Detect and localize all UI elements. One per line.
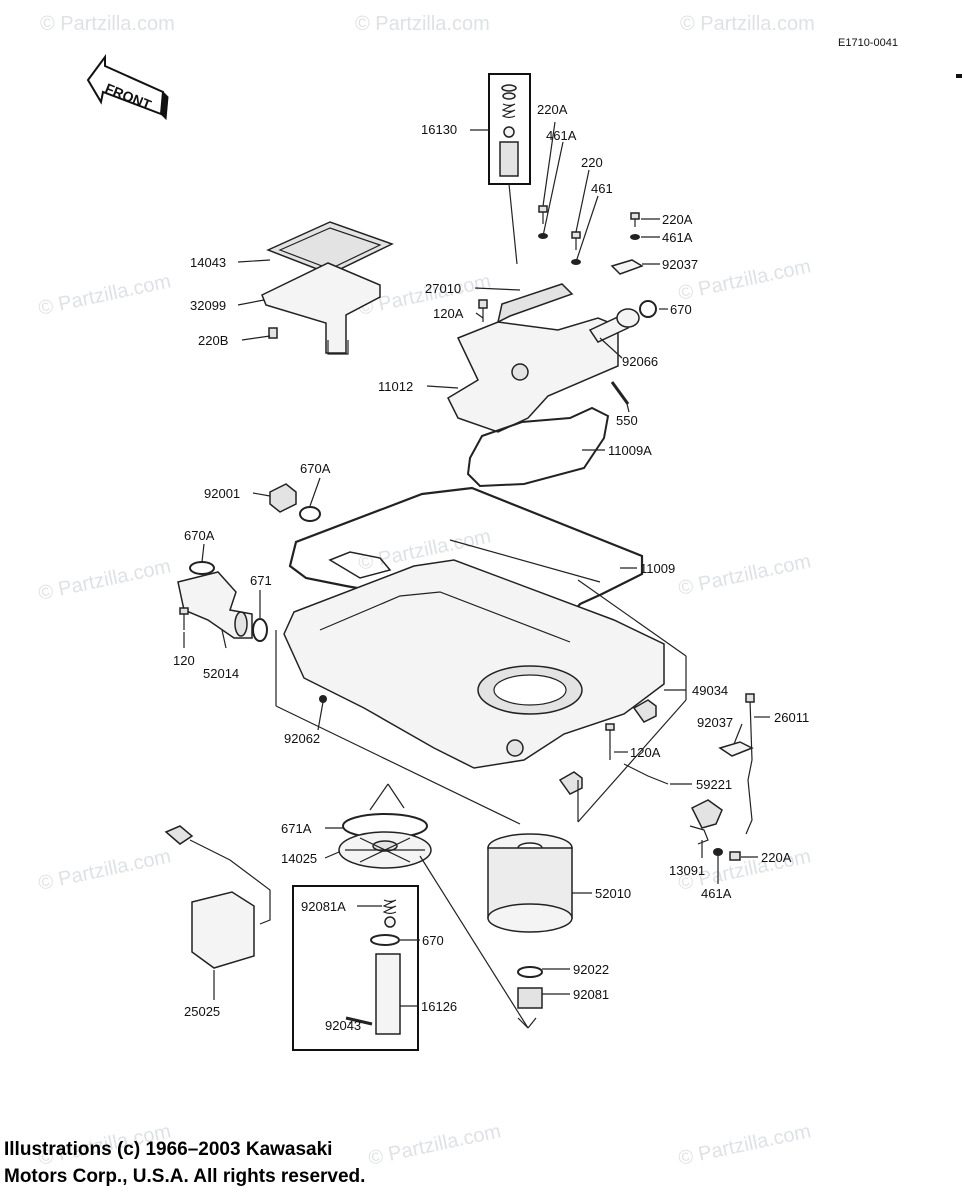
- callout-92062: 92062: [284, 731, 320, 746]
- callout-92022: 92022: [573, 962, 609, 977]
- callout-671: 671: [250, 573, 272, 588]
- callout-220a: 220A: [537, 102, 568, 117]
- callout-16126: 16126: [421, 999, 457, 1014]
- callout-59221: 59221: [696, 777, 732, 792]
- callout-120a: 120A: [433, 306, 464, 321]
- callout-26011: 26011: [774, 710, 809, 725]
- copyright-notice: Illustrations (c) 1966–2003 Kawasaki Mot…: [4, 1136, 365, 1190]
- callout-49034: 49034: [692, 683, 728, 698]
- callout-92037: 92037: [662, 257, 698, 272]
- callout-550: 550: [616, 413, 638, 428]
- callout-92037: 92037: [697, 715, 733, 730]
- reference-code: E1710-0041: [838, 37, 898, 49]
- watermark: © Partzilla.com: [355, 13, 490, 35]
- copyright-line-1: Illustrations (c) 1966–2003 Kawasaki: [4, 1139, 333, 1160]
- oil-filter-52010: [487, 833, 573, 1009]
- watermark: © Partzilla.com: [36, 845, 172, 895]
- relief-valve-assembly: [488, 73, 531, 265]
- callout-92001: 92001: [204, 486, 240, 501]
- callout-220: 220: [581, 155, 603, 170]
- callout-52014: 52014: [203, 666, 239, 681]
- watermark: © Partzilla.com: [36, 270, 172, 320]
- callout-670a: 670A: [184, 528, 215, 543]
- callout-120: 120: [173, 653, 195, 668]
- callout-11009a: 11009A: [608, 443, 652, 458]
- callout-27010: 27010: [425, 281, 461, 296]
- callouts: 16130 220A 461A 220 461 220A 461A 92037 …: [173, 102, 809, 1033]
- leader-lines: [183, 121, 770, 1029]
- callout-220a: 220A: [662, 212, 693, 227]
- callout-14025: 14025: [281, 851, 317, 866]
- callout-220a: 220A: [761, 850, 792, 865]
- bypass-valve-assembly: [292, 885, 419, 1051]
- callout-52010: 52010: [595, 886, 631, 901]
- callout-670: 670: [422, 933, 444, 948]
- watermark: © Partzilla.com: [40, 13, 175, 35]
- pump-gasket-11009a: [466, 406, 610, 488]
- oil-pipe-52014: [177, 561, 268, 642]
- oil-screen-strainer: [261, 221, 394, 355]
- callout-671a: 671A: [281, 821, 312, 836]
- drain-plug: [269, 483, 321, 522]
- edge-mark: [956, 74, 962, 78]
- callout-670a: 670A: [300, 461, 331, 476]
- callout-92066: 92066: [622, 354, 658, 369]
- watermark: © Partzilla.com: [680, 13, 815, 35]
- callout-461: 461: [591, 181, 613, 196]
- oil-pump-body: [447, 283, 657, 433]
- callout-120a: 120A: [630, 745, 661, 760]
- callout-92043: 92043: [325, 1018, 361, 1033]
- oil-pressure-switch: [605, 693, 755, 861]
- front-arrow-icon: FRONT: [86, 53, 169, 121]
- callout-461a: 461A: [701, 886, 732, 901]
- callout-461a: 461A: [662, 230, 693, 245]
- callout-92081a: 92081A: [301, 899, 346, 914]
- callout-11012: 11012: [378, 379, 413, 394]
- filter-cover-14025: [338, 813, 432, 869]
- watermark: © Partzilla.com: [676, 1120, 812, 1170]
- oil-pan-49034: [283, 559, 665, 795]
- watermark: © Partzilla.com: [36, 555, 172, 605]
- callout-670: 670: [670, 302, 692, 317]
- callout-16130: 16130: [421, 122, 457, 137]
- watermark: © Partzilla.com: [366, 1120, 502, 1170]
- copyright-line-2: Motors Corp., U.S.A. All rights reserved…: [4, 1166, 366, 1187]
- callout-32099: 32099: [190, 298, 226, 313]
- callout-13091: 13091: [669, 863, 705, 878]
- callout-14043: 14043: [190, 255, 226, 270]
- callout-92081: 92081: [573, 987, 609, 1002]
- callout-25025: 25025: [184, 1004, 220, 1019]
- callout-461a: 461A: [546, 128, 577, 143]
- watermark: © Partzilla.com: [676, 550, 812, 600]
- module-25025: [164, 825, 271, 969]
- callout-11009: 11009: [640, 561, 675, 576]
- callout-220b: 220B: [198, 333, 228, 348]
- cover-bolts: [538, 205, 644, 275]
